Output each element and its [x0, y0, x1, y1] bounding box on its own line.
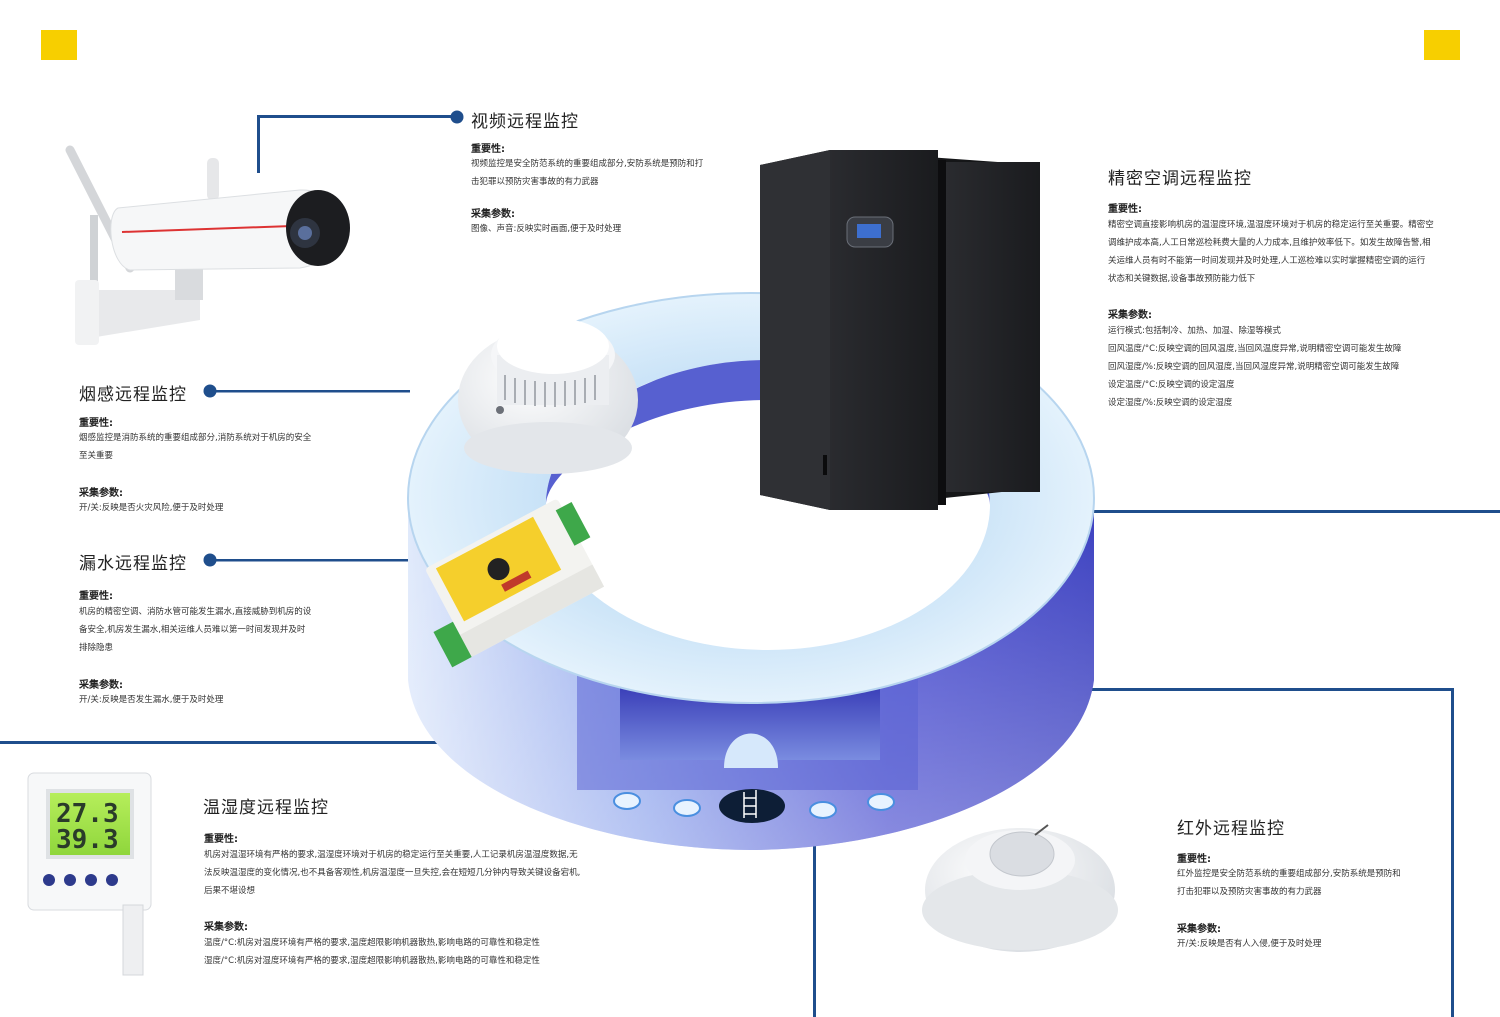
- smoke-monitor-title: 烟感远程监控: [79, 385, 187, 405]
- ir-params-text: 开/关:反映是否有人入侵,便于及时处理: [1177, 939, 1322, 949]
- sensor-temp-readout: 27.3: [56, 799, 119, 829]
- ir-importance-text: 红外监控是安全防范系统的重要组成部分,安防系统是预防和 打击犯罪以及预防灾害事故…: [1177, 869, 1401, 897]
- ac-monitor-title: 精密空调远程监控: [1108, 169, 1252, 189]
- water-importance-text: 机房的精密空调、消防水管可能发生漏水,直接威胁到机房的设 备安全,机房发生漏水,…: [79, 607, 312, 653]
- th-monitor-title: 温湿度远程监控: [203, 798, 329, 818]
- th-params-text: 温度/°C:机房对温度环境有严格的要求,温度超限影响机器散热,影响电路的可靠性和…: [204, 938, 540, 966]
- corner-accent-right: [1424, 30, 1460, 60]
- smoke-importance-label: 重要性:: [79, 418, 113, 429]
- ir-monitor-title: 红外远程监控: [1177, 819, 1285, 839]
- ac-importance-label: 重要性:: [1108, 204, 1142, 215]
- sensor-humidity-readout: 39.3: [56, 825, 119, 855]
- water-params-label: 采集参数:: [79, 680, 123, 691]
- corner-accent-left: [41, 30, 77, 60]
- water-monitor-title: 漏水远程监控: [79, 554, 187, 574]
- video-params-label: 采集参数:: [471, 209, 515, 220]
- smoke-importance-text: 烟感监控是消防系统的重要组成部分,消防系统对于机房的安全 至关重要: [79, 433, 312, 461]
- video-monitor-title: 视频远程监控: [471, 112, 579, 132]
- ac-params-text: 运行模式:包括制冷、加热、加湿、除湿等模式 回风温度/°C:反映空调的回风温度,…: [1108, 326, 1402, 408]
- ir-params-label: 采集参数:: [1177, 924, 1221, 935]
- video-params-text: 图像、声音:反映实时画面,便于及时处理: [471, 224, 622, 234]
- smoke-params-label: 采集参数:: [79, 488, 123, 499]
- smoke-params-text: 开/关:反映是否火灾风险,便于及时处理: [79, 503, 224, 513]
- water-params-text: 开/关:反映是否发生漏水,便于及时处理: [79, 695, 224, 705]
- th-importance-label: 重要性:: [204, 834, 238, 845]
- ir-importance-label: 重要性:: [1177, 854, 1211, 865]
- video-importance-label: 重要性:: [471, 144, 505, 155]
- ac-params-label: 采集参数:: [1108, 310, 1152, 321]
- th-importance-text: 机房对温湿环境有严格的要求,温湿度环境对于机房的稳定运行至关重要,人工记录机房温…: [204, 850, 581, 896]
- water-importance-label: 重要性:: [79, 591, 113, 602]
- th-params-label: 采集参数:: [204, 922, 248, 933]
- video-importance-text: 视频监控是安全防范系统的重要组成部分,安防系统是预防和打 击犯罪以预防灾害事故的…: [471, 159, 704, 187]
- ac-importance-text: 精密空调直接影响机房的温湿度环境,温湿度环境对于机房的稳定运行至关重要。精密空 …: [1108, 220, 1434, 284]
